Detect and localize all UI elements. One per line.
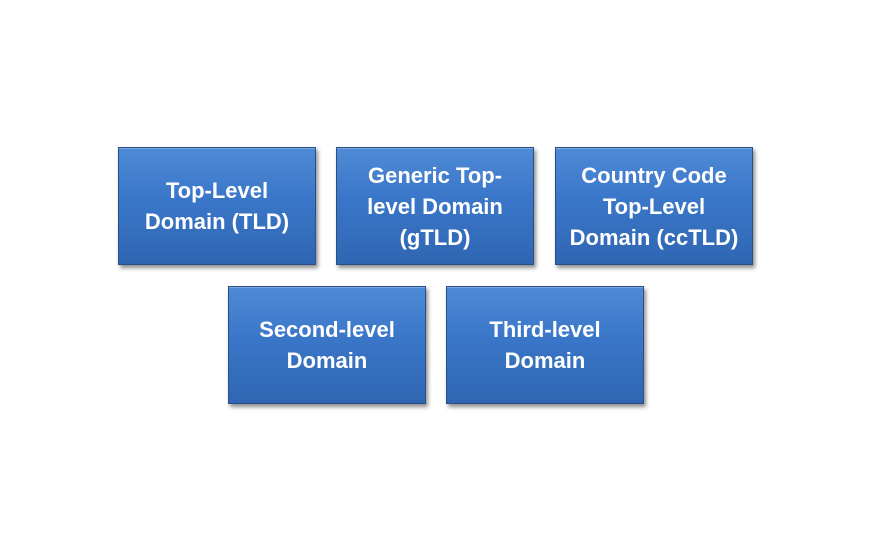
- second-level-domain-label: Second-level Domain: [259, 317, 395, 373]
- second-level-domain-box: Second-level Domain: [228, 286, 426, 404]
- gtld-label: Generic Top- level Domain (gTLD): [367, 162, 503, 250]
- third-level-domain-label: Third-level Domain: [489, 317, 601, 373]
- cctld-label: Country Code Top-Level Domain (ccTLD): [569, 162, 739, 250]
- tld-box: Top-Level Domain (TLD): [118, 147, 316, 265]
- cctld-box: Country Code Top-Level Domain (ccTLD): [555, 147, 753, 265]
- tld-label: Top-Level Domain (TLD): [144, 178, 290, 234]
- gtld-box: Generic Top- level Domain (gTLD): [336, 147, 534, 265]
- third-level-domain-box: Third-level Domain: [446, 286, 644, 404]
